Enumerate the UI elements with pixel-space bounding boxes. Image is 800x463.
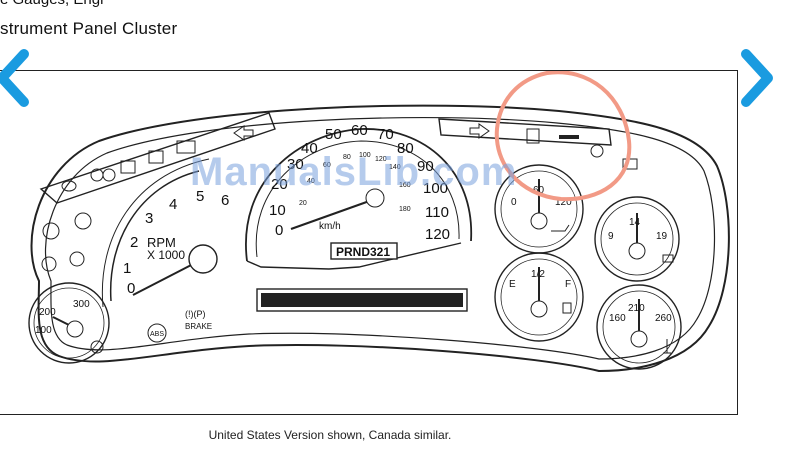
- lamp-icon: [69, 251, 85, 267]
- fuel-gauge: E 1/2 F: [494, 252, 584, 342]
- volt-label-mid: 14: [629, 217, 641, 228]
- previous-image-button[interactable]: [0, 48, 34, 108]
- mph-label-10: 10: [269, 202, 286, 219]
- airbag-icon: [74, 212, 92, 230]
- watermark: ManualsLib.com: [190, 150, 518, 194]
- fuel-label-empty: E: [509, 279, 516, 290]
- mph-label-80: 80: [397, 140, 414, 157]
- highbeam-icon: [559, 135, 579, 139]
- coolant-label-low: 160: [609, 313, 626, 324]
- mph-label-20: 20: [271, 176, 288, 193]
- tach-label-6: 6: [221, 192, 229, 209]
- headlamp-icon: [61, 180, 77, 192]
- voltmeter: 9 14 19: [594, 196, 680, 282]
- volt-label-low: 9: [608, 231, 614, 242]
- oil-temp-label-low: 100: [35, 325, 52, 336]
- coolant-label-mid: 210: [628, 303, 645, 314]
- left-indicator-strip: [39, 112, 276, 204]
- highlight-circle: [494, 71, 632, 202]
- gear-indicator: PRND321: [336, 245, 390, 259]
- tach-label-2: 2: [130, 234, 138, 251]
- oil-can-icon: [551, 224, 570, 232]
- traction-icon: [42, 222, 60, 240]
- oil-pressure-label-high: 120: [555, 197, 572, 208]
- cluster-inner-outline: [44, 117, 716, 360]
- fuel-pump-icon: [562, 302, 572, 314]
- fuel-label-half: 1/2: [531, 269, 545, 280]
- gear-indicator-box: [330, 242, 398, 260]
- oil-pressure-label-low: 0: [511, 197, 517, 208]
- partial-text-line: e Gauges, Engi: [0, 0, 103, 8]
- tire-icon: [41, 256, 57, 272]
- cluster-outline: [30, 104, 730, 373]
- oil-temp-label-mid: 200: [39, 307, 56, 318]
- tachometer: 0 1 2 3 4 5 6 RPM X 1000 ABS (!)(P) BRAK…: [101, 158, 229, 343]
- kmh-label-180: 180: [399, 206, 411, 213]
- kmh-label-60: 60: [323, 162, 331, 169]
- mph-label-30: 30: [287, 156, 304, 173]
- tach-label-5: 5: [196, 188, 204, 205]
- kmh-label-120: 120: [375, 156, 387, 163]
- mph-label-60: 60: [351, 122, 368, 139]
- right-indicator-strip: [438, 118, 612, 146]
- abs-label: ABS: [150, 331, 164, 338]
- mph-label-100: 100: [423, 180, 448, 197]
- oil-temp-gauge: 100 200 300: [28, 282, 110, 364]
- engine-icon: [176, 140, 196, 154]
- coolant-temp-gauge: 160 210 260: [596, 284, 682, 370]
- tach-unit-x1000: X 1000: [147, 248, 185, 262]
- kmh-unit: km/h: [319, 221, 341, 232]
- next-image-button[interactable]: [736, 48, 780, 108]
- tach-label-0: 0: [127, 280, 135, 297]
- tach-label-4: 4: [169, 196, 177, 213]
- section-title: strument Panel Cluster: [0, 19, 178, 38]
- kmh-label-80: 80: [343, 154, 351, 161]
- kmh-label-40: 40: [307, 178, 315, 185]
- figure-caption: United States Version shown, Canada simi…: [208, 428, 452, 442]
- mph-label-40: 40: [301, 140, 318, 157]
- fog-lamp-icon: [90, 168, 116, 182]
- mph-label-70: 70: [377, 126, 394, 143]
- kmh-label-160: 160: [399, 182, 411, 189]
- figure-frame: 0 1 2 3 4 5 6 RPM X 1000 ABS (!)(P) BRAK…: [0, 70, 738, 415]
- mph-label-120: 120: [425, 226, 450, 243]
- mph-label-0: 0: [275, 222, 283, 239]
- mph-label-90: 90: [417, 158, 434, 175]
- chevron-left-icon: [0, 49, 29, 107]
- door-ajar-icon: [526, 128, 540, 144]
- kmh-label-100: 100: [359, 152, 371, 159]
- seatbelt-icon: [590, 144, 604, 158]
- thermometer-icon: [663, 339, 671, 354]
- volt-label-high: 19: [656, 231, 668, 242]
- check-gauges-icon: [148, 150, 164, 164]
- mph-label-110: 110: [425, 204, 449, 221]
- mph-label-50: 50: [325, 126, 342, 143]
- oil-pressure-gauge: 0 60 120: [494, 164, 584, 254]
- brake-label: BRAKE: [185, 322, 212, 331]
- oil-pressure-label-mid: 60: [533, 185, 545, 196]
- tach-label-1: 1: [123, 260, 131, 277]
- fuel-label-full: F: [565, 279, 571, 290]
- odometer-display: [256, 288, 468, 312]
- coolant-label-high: 260: [655, 313, 672, 324]
- brake-symbol: (!)(P): [185, 309, 206, 319]
- kmh-label-20: 20: [299, 200, 307, 207]
- turn-right-icon: [469, 123, 490, 139]
- oil-temp-label-high: 300: [73, 299, 90, 310]
- instrument-cluster-diagram: 0 1 2 3 4 5 6 RPM X 1000 ABS (!)(P) BRAK…: [28, 71, 730, 373]
- security-icon: [120, 160, 136, 174]
- battery-gauge-icon: [662, 254, 674, 263]
- kmh-label-140: 140: [389, 164, 401, 171]
- speedometer: 0 10 20 30 40 50 60 70 80 90 100 110 120…: [245, 122, 472, 270]
- turn-left-icon: [233, 125, 254, 141]
- tach-label-3: 3: [145, 210, 153, 227]
- chevron-right-icon: [741, 49, 773, 107]
- tach-unit-rpm: RPM: [147, 235, 176, 250]
